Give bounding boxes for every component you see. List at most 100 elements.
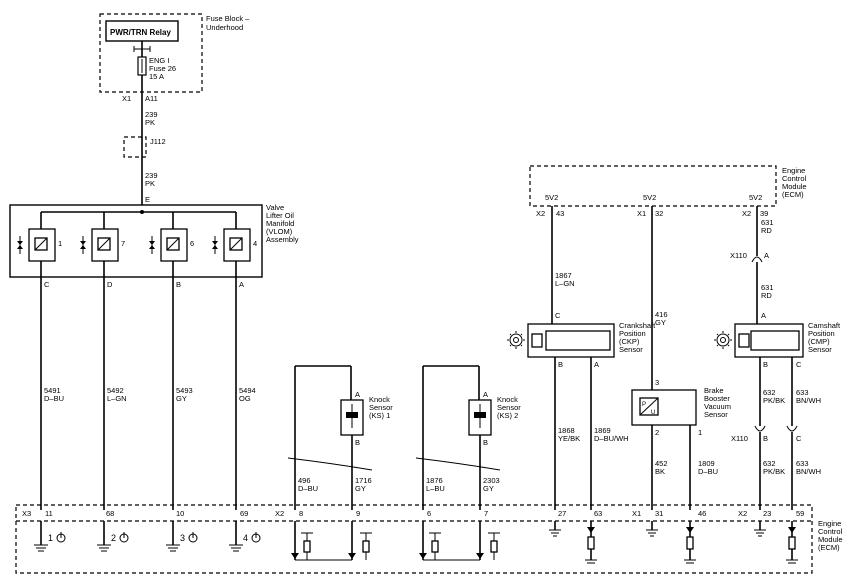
ecm-x2b-label: X2 [738,509,747,518]
ckp-title-3: (CKP) [619,337,640,346]
cmp-title-2: Position [808,329,835,338]
x110-connector-a-icon [751,256,763,263]
ecm-top: Engine Control Module (ECM) 5V2 5V2 5V2 … [529,165,807,218]
solenoid-7-label: 7 [121,239,125,248]
ecm-top-pin-43: 43 [556,209,564,218]
vlom-pin-a: A [239,280,244,289]
ecm-x2a-label: X2 [275,509,284,518]
ckp-pin-b: B [558,360,563,369]
ecm-top-conn-3: X2 [742,209,751,218]
x110-bot-label: X110 [731,434,748,443]
relay-label: PWR/TRN Relay [110,28,171,37]
wire-452-circuit: 452 [655,459,668,468]
ecm-bottom-title-1: Engine [818,519,841,528]
driver-ground-1: 1 [34,521,66,552]
wire-631b-color: RD [761,291,772,300]
wire-416-color: GY [655,318,666,327]
ecm-x3-label: X3 [22,509,31,518]
splice-label: J112 [150,137,166,146]
wire-2303-color: GY [483,484,494,493]
gear-icon [716,333,730,347]
gear-icon [509,333,523,347]
knock-sensor-2: A B Knock Sensor (KS) 2 1876 L–BU 2303 G… [415,365,521,510]
ks-ecm-inputs [291,521,500,561]
ks1-title-3: (KS) 1 [369,411,390,420]
wire-1809-color: D–BU [698,467,718,476]
brake-pin-2: 2 [655,428,659,437]
wire-5491-color: D–BU [44,394,64,403]
solenoid-1: 1 C [17,212,62,510]
ks1-pin-b: B [355,438,360,447]
solenoid-4-label: 4 [253,239,257,248]
wire-239b-circuit: 239 [145,171,158,180]
ecm-pin-7: 7 [484,509,488,518]
fuse-block-title-2: Underhood [206,23,243,32]
ecm-top-conn-1: X2 [536,209,545,218]
wire-5494-color: OG [239,394,251,403]
wire-1716-color: GY [355,484,366,493]
ecm-pin-27: 27 [558,509,566,518]
wire-452-color: BK [655,467,665,476]
x110-top-label: X110 [730,251,747,260]
wire-239-circuit: 239 [145,110,158,119]
vlom-title-3: Manifold [266,219,294,228]
wire-632b-color: PK/BK [763,467,785,476]
ecm-pin-23: 23 [763,509,771,518]
ks1-title-1: Knock [369,395,390,404]
wire-1868-color: YE/BK [558,434,580,443]
driver-3-label: 3 [180,533,185,543]
ecm-pin-11: 11 [45,509,53,518]
ks2-title-3: (KS) 2 [497,411,518,420]
ecm-top-title-4: (ECM) [782,190,804,199]
wire-1876-color: L–BU [426,484,445,493]
vlom-pin-e: E [145,195,150,204]
brake-title-1: Brake [704,386,724,395]
brake-booster-sensor: 416 GY 3 P U Brake Booster Vacuum Sensor… [631,206,731,510]
ecm-pin-10: 10 [176,509,184,518]
ckp-pin-a: A [594,360,599,369]
ecm-pin-59: 59 [796,509,804,518]
ecm-ref-3: 5V2 [749,193,762,202]
ckp-title-2: Position [619,329,646,338]
ks2-pin-b: B [483,438,488,447]
wire-239-color: PK [145,118,155,127]
wire-1868-circuit: 1868 [558,426,575,435]
vlom-pin-b: B [176,280,181,289]
cmp-sensor: 631 RD X110 A 631 RD A Camshaft Position… [714,206,841,510]
wire-416-circuit: 416 [655,310,668,319]
ecm-top-title-2: Control [782,174,807,183]
ecm-pin-68: 68 [106,509,114,518]
x110-connector-b-icon [754,425,766,432]
wire-5492-circuit: 5492 [107,386,124,395]
wire-1869-circuit: 1869 [594,426,611,435]
vlom-pin-c: C [44,280,50,289]
vlom-title-1: Valve [266,203,284,212]
splice-j112-icon: J112 [123,136,166,158]
cmp-title-1: Camshaft [808,321,841,330]
wire-1876-circuit: 1876 [426,476,443,485]
ecm-ref-1: 5V2 [545,193,558,202]
ckp-ecm-inputs [549,521,597,564]
ecm-top-pin-39: 39 [760,209,768,218]
wire-633b-color: BN/WH [796,467,821,476]
ks2-title-2: Sensor [497,403,521,412]
driver-ground-2: 2 [97,521,129,552]
cmp-pin-b: B [763,360,768,369]
ecm-ref-2: 5V2 [643,193,656,202]
wire-1716-circuit: 1716 [355,476,372,485]
driver-4-label: 4 [243,533,248,543]
ckp-title-4: Sensor [619,345,643,354]
cmp-pin-c: C [796,360,802,369]
driver-ground-4: 4 [229,521,261,552]
ecm-top-title-3: Module [782,182,807,191]
ecm-pin-8a: 8 [299,509,303,518]
ecm-bottom-title-3: Module [818,535,843,544]
x110-connector-c-icon [786,425,798,432]
ecm-bottom-title-4: (ECM) [818,543,840,552]
brake-pin-3: 3 [655,378,659,387]
wire-1869-color: D–BU/WH [594,434,629,443]
ecm-top-pin-32: 32 [655,209,663,218]
wire-632b-circuit: 632 [763,459,776,468]
brake-pin-1: 1 [698,428,702,437]
brake-title-3: Vacuum [704,402,731,411]
